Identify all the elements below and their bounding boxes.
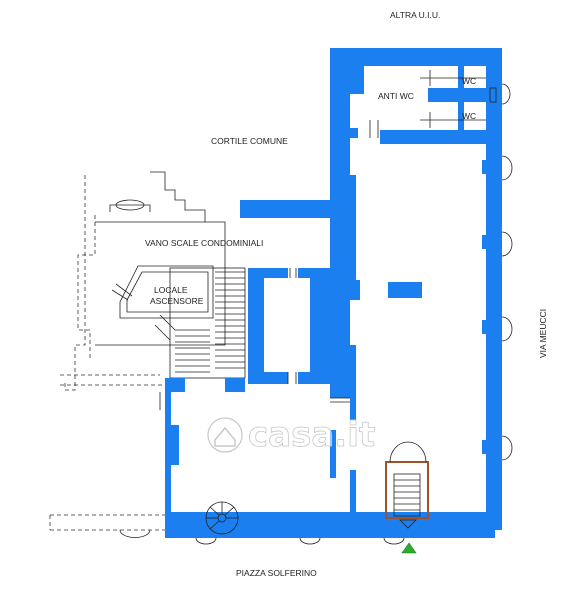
windows-bottom xyxy=(195,537,405,545)
label-ascensore: ASCENSORE xyxy=(150,296,204,306)
label-piazza-solferino: PIAZZA SOLFERINO xyxy=(236,568,317,578)
label-vano-scale: VANO SCALE CONDOMINIALI xyxy=(145,238,263,248)
label-wc-top: WC xyxy=(462,76,476,86)
spiral-staircase xyxy=(205,501,239,535)
building-walls xyxy=(165,48,502,538)
label-cortile-comune: CORTILE COMUNE xyxy=(211,136,288,146)
interior-staircase xyxy=(385,441,429,529)
label-anti-wc: ANTI WC xyxy=(378,91,414,101)
neighbour-outline xyxy=(49,171,226,538)
condo-staircase xyxy=(154,267,246,379)
door-lines xyxy=(159,268,350,410)
lift-room xyxy=(111,265,214,319)
watermark-text: casa.it xyxy=(248,415,375,455)
wc-fixtures xyxy=(369,70,497,138)
entrance-marker xyxy=(401,542,417,554)
label-altra-uiu: ALTRA U.I.U. xyxy=(390,10,440,20)
windows-right xyxy=(501,83,513,461)
label-via-meucci: VIA MEUCCI xyxy=(538,309,548,358)
label-locale: LOCALE xyxy=(154,285,188,295)
label-wc-bottom: WC xyxy=(462,111,476,121)
casa-watermark: casa.it xyxy=(207,415,376,455)
